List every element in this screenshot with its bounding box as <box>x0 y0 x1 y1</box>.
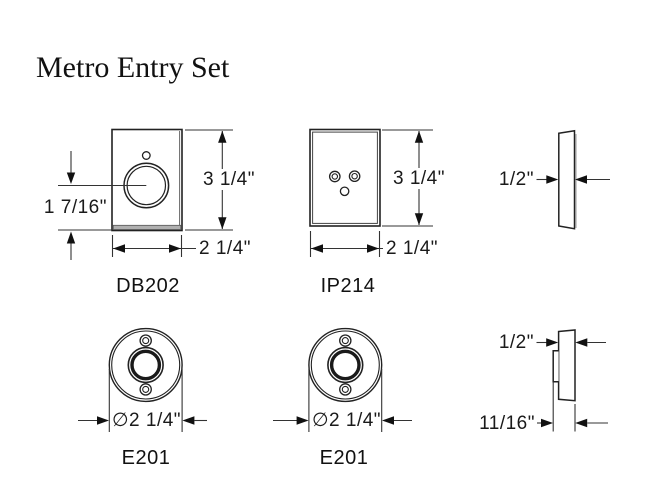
rose-depth-dimension <box>537 381 608 432</box>
rose-thickness-dim-text: 1/2" <box>498 332 534 353</box>
e201-right-screw-top-outer <box>339 334 352 347</box>
e201-left-screw-top-inner <box>142 337 150 345</box>
ip214-height-dim-text: 3 1/4" <box>386 168 452 189</box>
e201-left-hub-ring <box>130 349 162 381</box>
ip214-width-dim-text: 2 1/4" <box>386 238 439 259</box>
plate-profile-body <box>558 129 576 230</box>
db202-knob-center-dimension <box>58 151 147 260</box>
ip214-label: IP214 <box>320 275 376 297</box>
e201-right-drawing <box>308 327 383 403</box>
e201-right-screw-top-inner <box>341 337 349 345</box>
plate-thickness-dim-text: 1/2" <box>498 169 534 190</box>
e201-right-screw-bottom-outer <box>339 383 352 396</box>
e201-left-screw-bottom-inner <box>142 385 150 393</box>
db202-width-dimension <box>111 235 196 257</box>
ip214-lower-hole <box>339 186 350 197</box>
db202-plate <box>111 128 183 232</box>
rose-depth-dim-text: 11/16" <box>479 412 535 434</box>
db202-bottom-bevel <box>112 224 182 230</box>
db202-knob-center-dim-text: 1 7/16" <box>43 197 107 218</box>
e201-left-screw-bottom-outer <box>139 383 152 396</box>
e201-left-rose-outer <box>108 327 183 403</box>
db202-height-dimension <box>185 129 233 231</box>
e201-right-diameter-dimension <box>273 369 412 432</box>
ip214-screw-left-outer <box>328 170 341 183</box>
page-title: Metro Entry Set <box>36 51 230 84</box>
db202-width-dim-text: 2 1/4" <box>199 238 252 259</box>
ip214-drawing <box>309 128 381 227</box>
plate-thickness-dimension <box>536 175 610 184</box>
rose-profile-step <box>552 349 559 383</box>
e201-left-hub-outer <box>127 346 164 384</box>
e201-right-hub-outer <box>327 346 364 384</box>
e201-right-rose-inner <box>310 330 380 400</box>
e201-right-screw-bottom-inner <box>341 385 349 393</box>
e201-right-label: E201 <box>319 447 369 469</box>
db202-top-hole <box>141 151 151 160</box>
rose-thickness-dimension <box>536 338 606 347</box>
ip214-screw-right-inner <box>351 172 358 180</box>
e201-right-rose-outer <box>308 327 383 403</box>
e201-right-diameter-dim-text: ∅2 1/4" <box>312 410 382 431</box>
ip214-width-dimension <box>309 231 383 257</box>
db202-height-dim-text: 3 1/4" <box>196 169 262 190</box>
e201-left-diameter-dimension <box>78 369 207 432</box>
e201-left-label: E201 <box>121 447 171 469</box>
db202-drawing <box>111 128 183 232</box>
ip214-screw-left-inner <box>331 173 339 180</box>
db202-label: DB202 <box>116 275 180 297</box>
ip214-plate-outer <box>309 128 381 227</box>
e201-left-drawing <box>108 327 183 403</box>
e201-right-hub-ring <box>329 349 361 381</box>
rose-profile-body <box>557 329 576 402</box>
ip214-plate-inner <box>312 131 378 224</box>
e201-left-diameter-dim-text: ∅2 1/4" <box>112 410 182 431</box>
plate-profile-drawing <box>558 129 577 230</box>
rose-profile-drawing <box>552 329 576 402</box>
e201-left-rose-inner <box>111 330 181 400</box>
ip214-screw-right-outer <box>348 170 361 183</box>
e201-left-screw-top-outer <box>139 334 152 347</box>
